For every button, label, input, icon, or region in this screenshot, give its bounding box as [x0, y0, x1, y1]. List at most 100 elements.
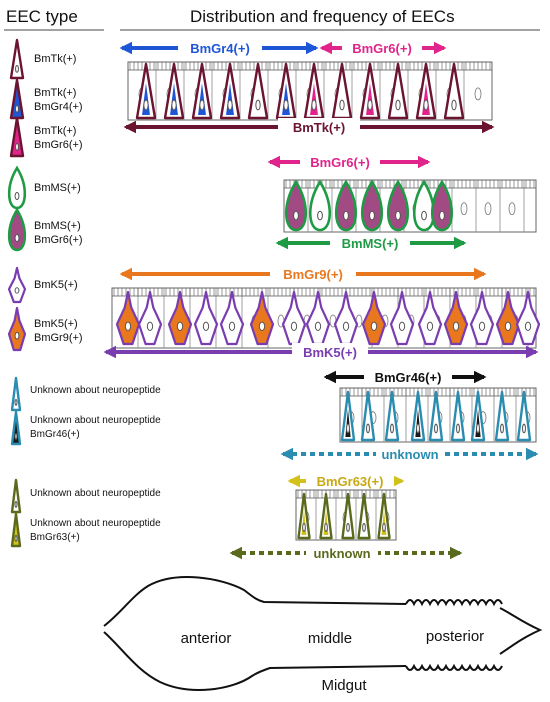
posterior-upper-contour: [405, 599, 503, 607]
cell-nucleus: [390, 423, 394, 434]
cell-nucleus: [14, 287, 20, 294]
cell-nucleus: [451, 99, 457, 111]
cell-nucleus: [452, 321, 460, 331]
midgut-title: Midgut: [321, 677, 367, 694]
epithelium-strips: [111, 61, 541, 541]
k5-cell: [115, 290, 141, 346]
k5-strip: [111, 287, 541, 349]
ms-gr6-icon: [7, 207, 27, 252]
gr9-arrow-label: BmGr9(+): [283, 267, 343, 282]
middle-label: middle: [308, 630, 352, 647]
cell-nucleus: [311, 99, 317, 111]
cell-nucleus: [504, 321, 512, 331]
k5-icon: [7, 266, 27, 304]
k5-cell: [249, 290, 275, 346]
ms-cell: [334, 179, 358, 232]
olive-unknown-icon: [10, 478, 22, 514]
gr46-cell: [360, 390, 376, 442]
cell-nucleus: [478, 321, 486, 331]
cell-nucleus: [15, 104, 19, 113]
cell-nucleus: [227, 99, 233, 111]
gr63-strip: [295, 489, 397, 541]
gr46-icon: [10, 410, 22, 446]
ms-arrow-label: BmMS(+): [342, 236, 399, 251]
cell-nucleus: [15, 64, 19, 73]
cell-nucleus: [124, 321, 132, 331]
legend: BmTk(+) BmTk(+) BmGr4(+) BmTk(+) BmGr6(+…: [30, 53, 161, 543]
cell-nucleus: [395, 99, 401, 111]
cell-nucleus: [367, 99, 373, 111]
cell-nucleus: [176, 321, 184, 331]
cell-nucleus: [346, 423, 350, 434]
cell-nucleus: [524, 321, 532, 331]
midgut-outline: anterior middle posterior Midgut: [103, 576, 543, 694]
legend-label: BmGr63(+): [30, 532, 80, 543]
k5-cell: [495, 290, 521, 346]
gr46-strip: [339, 387, 537, 443]
legend-label: Unknown about neuropeptide: [30, 518, 161, 529]
label-backdrop: [330, 235, 410, 252]
ms-cell: [308, 179, 332, 232]
tk-cell: [443, 62, 465, 120]
cell-nucleus: [14, 398, 18, 406]
legend-label: Unknown about neuropeptide: [30, 385, 161, 396]
k5-cell: [193, 290, 219, 346]
k5-gr9-icon: [7, 306, 27, 352]
legend-label: BmMS(+): [34, 220, 81, 232]
gr63-cell: [357, 492, 371, 540]
legend-label: BmK5(+): [34, 279, 78, 291]
enterocyte-nucleus: [460, 202, 468, 216]
gr46-cell: [494, 390, 510, 442]
k5-cell: [137, 290, 163, 346]
posterior-lower-contour: [405, 663, 503, 671]
cell-nucleus: [500, 423, 504, 434]
cell-nucleus: [317, 210, 323, 221]
ms-strip: [283, 179, 537, 233]
cell-nucleus: [202, 321, 210, 331]
tk-cell: [247, 62, 269, 120]
cell-nucleus: [434, 423, 438, 434]
enterocyte-nucleus: [508, 202, 516, 216]
cell-nucleus: [369, 210, 375, 221]
cell-nucleus: [14, 432, 18, 440]
legend-label: Unknown about neuropeptide: [30, 415, 161, 426]
legend-label: Unknown about neuropeptide: [30, 488, 161, 499]
cell-nucleus: [346, 522, 350, 532]
tk-arrow-label: BmTk(+): [293, 120, 345, 135]
tk-icon: [9, 38, 25, 80]
cell-nucleus: [15, 142, 19, 151]
ms-cell: [430, 179, 454, 232]
label-backdrop: [300, 153, 380, 170]
cell-nucleus: [366, 423, 370, 434]
gr63-cell: [341, 492, 355, 540]
cell-nucleus: [258, 321, 266, 331]
cell-nucleus: [293, 210, 299, 221]
cell-nucleus: [302, 522, 306, 532]
legend-label: BmTk(+): [34, 125, 76, 137]
k5-cell: [389, 290, 415, 346]
enterocyte-nucleus: [474, 87, 482, 101]
k5-cell: [361, 290, 387, 346]
blue-unknown-icon: [10, 376, 22, 412]
cell-nucleus: [14, 191, 20, 201]
label-backdrop: [178, 40, 262, 56]
cell-nucleus: [439, 210, 445, 221]
cell-nucleus: [362, 522, 366, 532]
gr46-arrow-label: BmGr46(+): [375, 370, 442, 385]
cell-nucleus: [426, 321, 434, 331]
legend-label: BmGr9(+): [34, 332, 83, 344]
cell-nucleus: [14, 534, 18, 542]
midgut-lower-contour: [103, 631, 407, 691]
legend-label: BmGr46(+): [30, 429, 80, 440]
cell-nucleus: [416, 423, 420, 434]
cell-nucleus: [395, 210, 401, 221]
cell-nucleus: [143, 99, 149, 111]
k5-cell: [219, 290, 245, 346]
distribution-header: Distribution and frequency of EECs: [190, 7, 455, 26]
tk-cell: [387, 62, 409, 120]
anterior-label: anterior: [181, 630, 232, 647]
k5-cell: [469, 290, 495, 346]
gr46-cell: [516, 390, 532, 442]
legend-icons: [7, 38, 27, 548]
